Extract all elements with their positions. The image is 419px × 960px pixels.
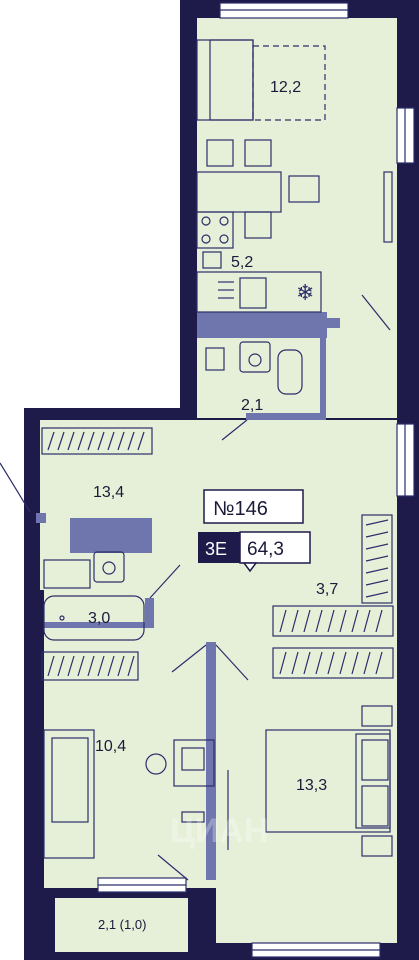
- badge-number-box: [203, 489, 304, 524]
- bath-fixtures: [43, 551, 145, 641]
- windows: [97, 2, 415, 958]
- area-label-hall: 13,4: [93, 484, 124, 501]
- doors: [0, 294, 391, 881]
- area-label-bath: 3,0: [88, 610, 110, 627]
- svg-text:❄: ❄: [296, 281, 314, 306]
- wardrobe-hangers: [47, 431, 389, 677]
- badge-type-box: [198, 532, 240, 563]
- area-label-balcony: 2,1 (1,0): [98, 917, 146, 932]
- watermark: ЦИАН: [170, 812, 268, 850]
- wc-fixtures: [205, 341, 303, 395]
- hall-wardrobe: [41, 427, 153, 455]
- partitions: [36, 312, 340, 880]
- area-label-living: 12,2: [270, 79, 301, 96]
- badge-pointer: [242, 562, 258, 573]
- apartment-type: 3Е: [205, 539, 227, 559]
- area-label-kitchen: 5,2: [231, 254, 253, 271]
- apartment-number: №146: [213, 498, 268, 520]
- bedroom-right-furniture: [265, 514, 394, 857]
- total-area: 64,3: [247, 539, 284, 560]
- area-label-bedroom-left: 10,4: [95, 738, 126, 755]
- area-label-wc: 2,1: [241, 397, 263, 414]
- apartment-badge: №146 3Е 64,3: [198, 489, 311, 573]
- area-label-bedroom-right: 13,3: [296, 777, 327, 794]
- area-label-wardrobe: 3,7: [316, 581, 338, 598]
- kitchen-furniture: ❄: [196, 39, 393, 313]
- bedroom-left-furniture: [41, 651, 215, 859]
- badge-total-box: [239, 531, 311, 564]
